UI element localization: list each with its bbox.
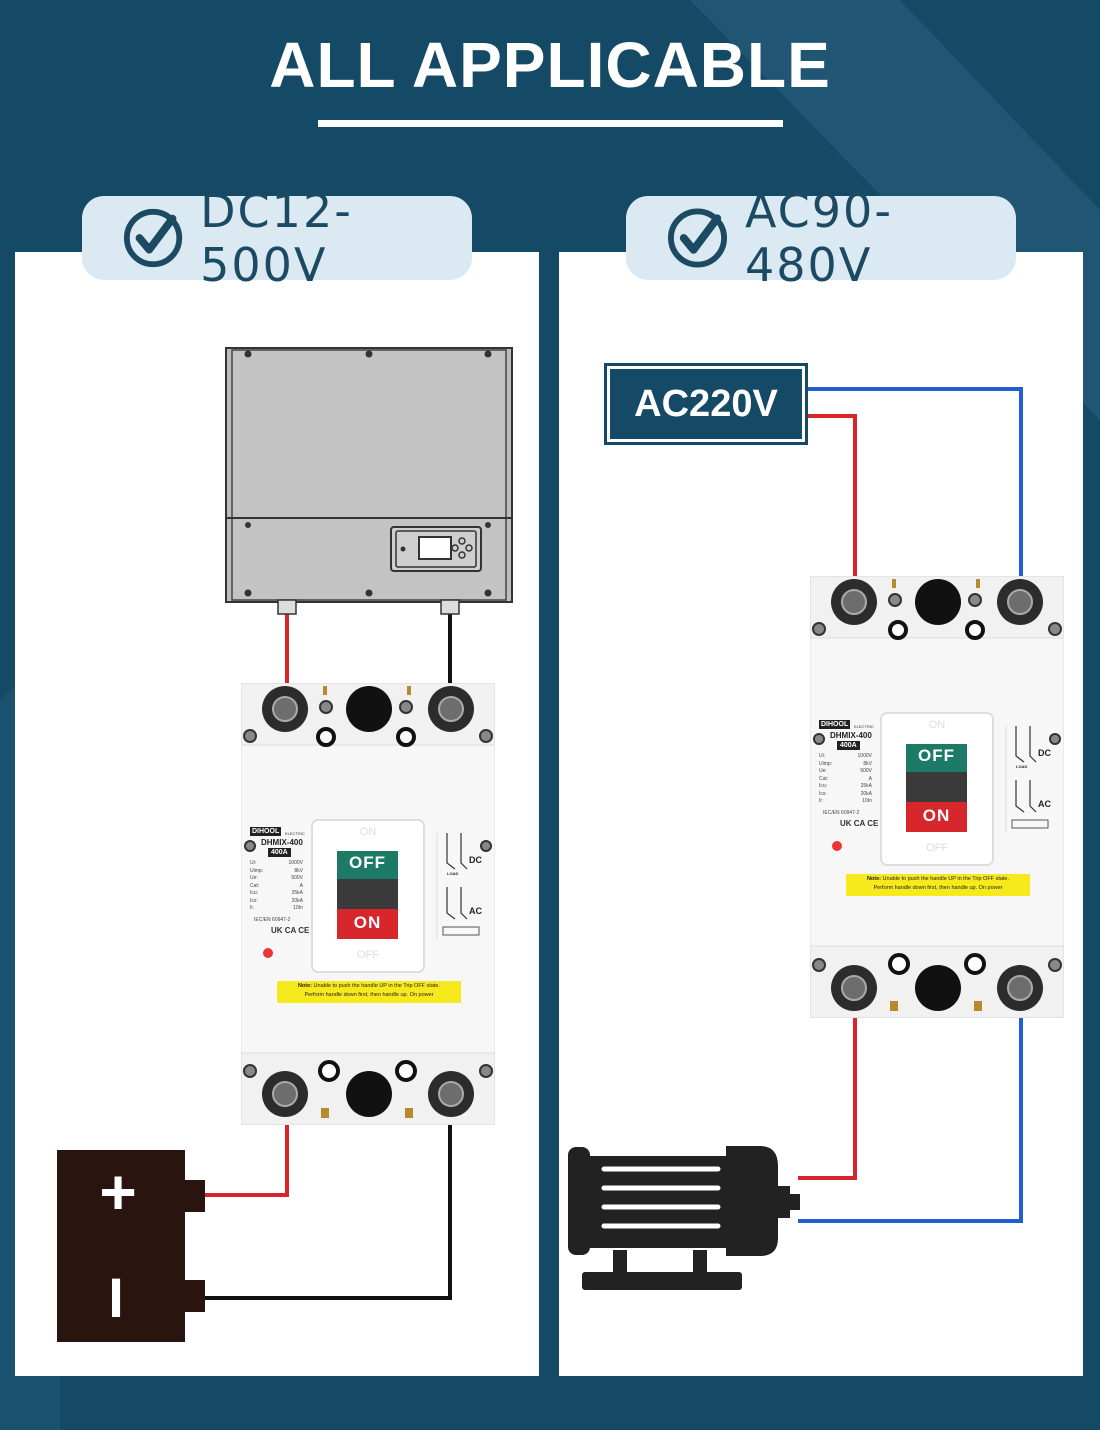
breaker-brand: DIHOOL xyxy=(819,720,851,729)
breaker-marks: UK CA CE xyxy=(840,819,879,828)
ac-line-wire-bottom xyxy=(798,1015,857,1180)
dc-negative-wire-bottom xyxy=(205,1120,452,1300)
breaker-on-marking: ON xyxy=(359,826,377,838)
check-circle-icon xyxy=(123,208,183,268)
breaker-off-button-label[interactable]: OFF xyxy=(918,746,955,765)
page-title: ALL APPLICABLE xyxy=(269,29,831,101)
breaker-off-marking: OFF xyxy=(357,949,379,961)
ac-line-wire-top xyxy=(808,414,857,580)
ac-neutral-wire-bottom xyxy=(798,1015,1023,1223)
breaker-marks: UK CA CE xyxy=(271,926,310,935)
breaker-on-button-label[interactable]: ON xyxy=(922,806,951,825)
breaker-model: DHMIX-400 xyxy=(830,731,872,740)
dc-positive-wire-bottom xyxy=(205,1120,289,1197)
ac-circuit-breaker: DIHOOL ELECTRIC DHMIX-400 400A Ui:1000V … xyxy=(810,576,1064,1018)
breaker-rating: 400A xyxy=(837,741,860,750)
check-circle-icon xyxy=(667,208,728,268)
breaker-brand: DIHOOL xyxy=(250,827,282,836)
dc-voltage-label: DC12-500V xyxy=(200,184,353,292)
breaker-load-label: LOAD xyxy=(447,871,459,876)
breaker-load-label: LOAD xyxy=(1016,764,1028,769)
dc-voltage-pill: DC12-500V xyxy=(82,184,472,292)
breaker-rating: 400A xyxy=(268,848,291,857)
breaker-off-button-label[interactable]: OFF xyxy=(349,853,386,872)
battery-positive-symbol: + xyxy=(99,1156,137,1228)
breaker-specs: Ui:1000V Uimp:8kV Ue:500V Cat:A Icu:25kA… xyxy=(250,860,303,911)
breaker-specs: Ui:1000V Uimp:8kV Ue:500V Cat:A Icu:25kA… xyxy=(819,753,872,804)
breaker-note: Note: Unable to push the handle UP in th… xyxy=(297,983,441,998)
breaker-body xyxy=(241,683,495,1125)
title-underline xyxy=(318,120,783,127)
breaker-off-marking: OFF xyxy=(926,842,948,854)
breaker-on-button-label[interactable]: ON xyxy=(353,913,382,932)
breaker-standard: IEC/EN 60947-2 xyxy=(254,917,291,923)
breaker-ac-label: AC xyxy=(469,906,482,916)
ac-voltage-pill: AC90-480V xyxy=(626,184,1016,292)
dc-circuit-breaker: DIHOOL ELECTRIC DHMIX-400 400A Ui:1000V … xyxy=(241,683,495,1125)
ac-voltage-label: AC90-480V xyxy=(745,184,893,292)
breaker-brand-sub: ELECTRIC xyxy=(285,831,305,836)
breaker-note: Note: Unable to push the handle UP in th… xyxy=(866,876,1010,891)
ac-neutral-wire-top xyxy=(808,387,1023,580)
breaker-body xyxy=(810,576,1064,1018)
breaker-dc-label: DC xyxy=(469,855,482,865)
ac220v-source-label: AC220V xyxy=(604,363,808,445)
breaker-ac-label: AC xyxy=(1038,799,1051,809)
breaker-model: DHMIX-400 xyxy=(261,838,303,847)
breaker-on-marking: ON xyxy=(928,719,946,731)
breaker-brand-sub: ELECTRIC xyxy=(854,724,874,729)
battery-negative-symbol: I xyxy=(108,1266,124,1329)
breaker-standard: IEC/EN 60947-2 xyxy=(823,810,860,816)
breaker-dc-label: DC xyxy=(1038,748,1051,758)
